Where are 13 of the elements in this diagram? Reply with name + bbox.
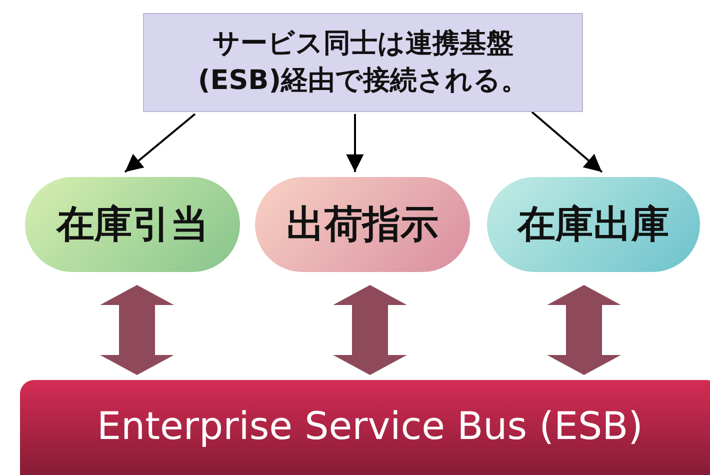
double-arrow xyxy=(333,285,407,375)
arrow xyxy=(531,111,603,173)
double-arrow xyxy=(547,285,621,375)
note-box xyxy=(143,13,583,112)
node-label: 在庫引当 xyxy=(56,201,208,248)
node-label: Enterprise Service Bus (ESB) xyxy=(97,404,643,448)
node-label: 在庫出庫 xyxy=(518,201,670,248)
double-arrow xyxy=(100,285,174,375)
node-label: サービス同士は連携基盤(ESB)経由で接続される。 xyxy=(196,27,530,98)
arrow xyxy=(124,113,196,173)
bus-bar xyxy=(20,380,710,475)
node-label: 出荷指示 xyxy=(286,201,438,248)
arrow xyxy=(346,114,364,172)
